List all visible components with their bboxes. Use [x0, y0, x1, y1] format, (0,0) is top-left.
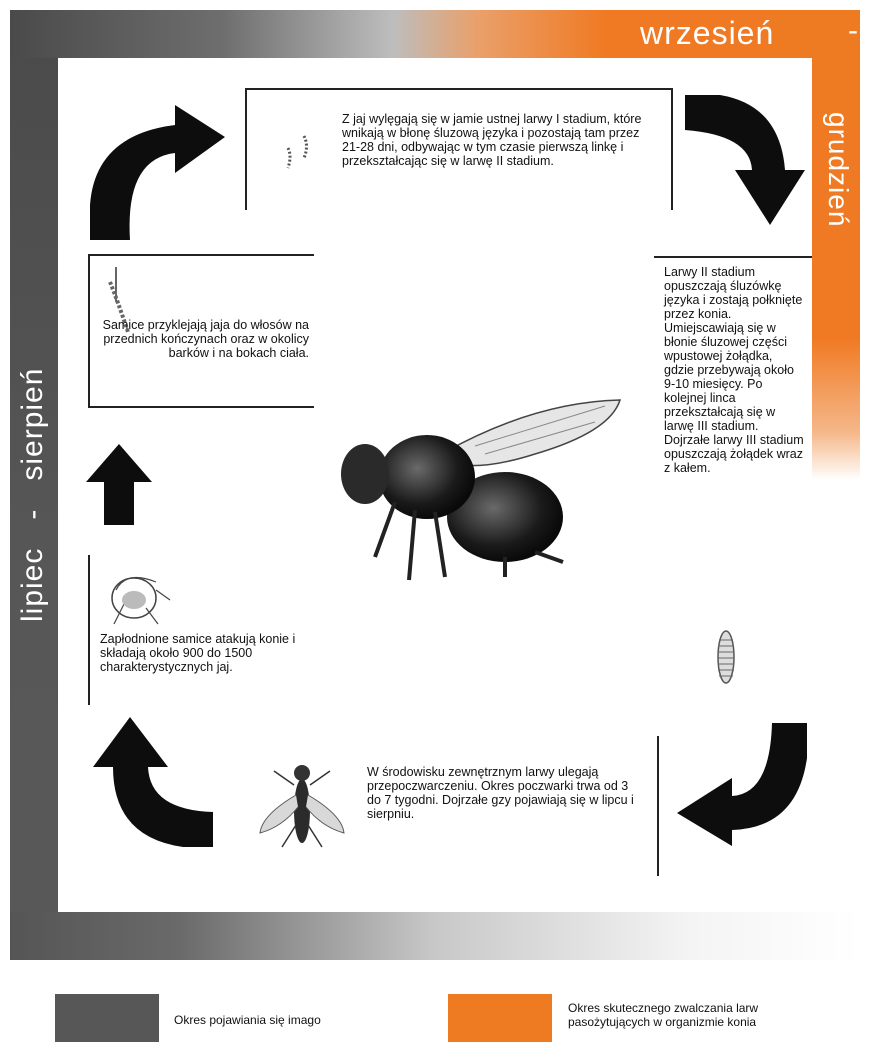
month-label-right: grudzień — [822, 112, 854, 227]
curved-arrow-icon — [672, 718, 812, 848]
stage-text-2: Samice przyklejają jaja do włosów na prz… — [95, 318, 313, 360]
female-fly-icon — [96, 560, 176, 630]
curved-arrow-icon — [85, 95, 235, 245]
curved-arrow-icon — [88, 712, 218, 852]
larva-icon — [276, 128, 326, 183]
orange-band-right — [812, 10, 860, 480]
stage-rule-3 — [654, 256, 812, 258]
month-label-top: wrzesień — [640, 15, 774, 52]
legend-label-orange: Okres skutecznego zwalczania larw pasoży… — [568, 1001, 828, 1029]
curved-arrow-icon — [680, 90, 810, 230]
stage-rule-6 — [657, 736, 659, 876]
pupa-icon — [715, 628, 737, 686]
adult-fly-icon — [252, 755, 352, 855]
legend-swatch-orange — [448, 994, 552, 1042]
botfly-illustration — [335, 392, 625, 592]
up-arrow-icon — [84, 442, 154, 527]
month-label-left: lipiec - sierpień — [16, 315, 50, 675]
legend-label-gray: Okres pojawiania się imago — [174, 1013, 321, 1027]
gradient-band-bottom — [10, 912, 860, 960]
stage-rule-4 — [88, 555, 93, 705]
stage-text-5: W środowisku zewnętrznym larwy ulegają p… — [367, 765, 637, 821]
stage-text-3: Larwy II stadium opuszczają śluzówkę jęz… — [664, 265, 804, 475]
legend-swatch-gray — [55, 994, 159, 1042]
stage-text-1: Z jaj wylęgają się w jamie ustnej larwy … — [342, 112, 652, 168]
stage-text-4: Zapłodnione samice atakują konie i skład… — [100, 632, 320, 674]
month-dash-top: - — [848, 14, 858, 48]
